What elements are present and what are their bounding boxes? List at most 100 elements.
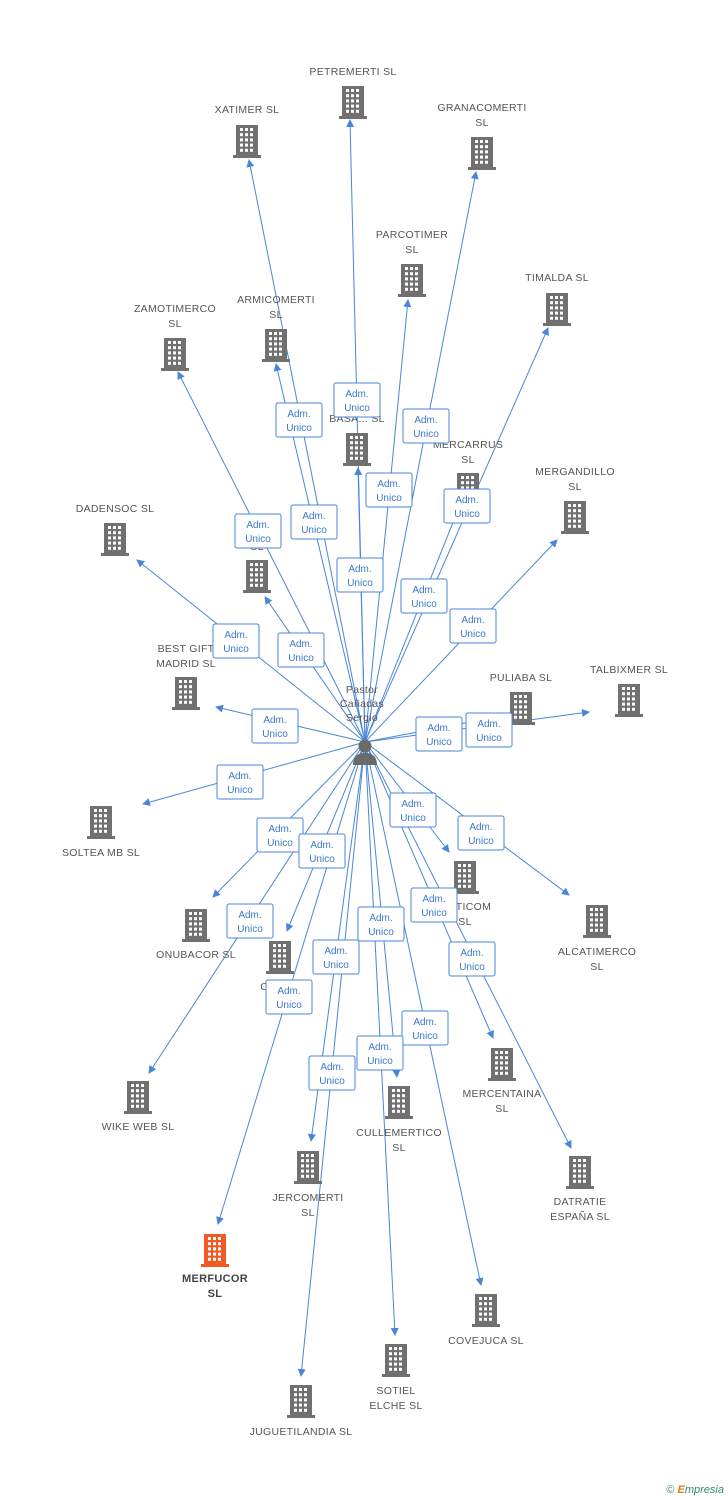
edge-label-text: Adm. — [289, 639, 312, 650]
company-node-wikeweb[interactable]: WIKE WEB SL — [102, 1081, 175, 1133]
edge-al — [264, 596, 366, 743]
edge-label-granacomerti: Adm.Unico — [402, 408, 450, 444]
edge-label-text: Unico — [411, 599, 437, 610]
edge-label-mercarrus: Adm.Unico — [400, 578, 448, 614]
company-label: PULIABA SL — [490, 672, 553, 684]
edge-label-text: Unico — [376, 493, 402, 504]
building-icon — [287, 1385, 315, 1418]
building-icon — [87, 806, 115, 839]
edge-label-text: Adm. — [422, 894, 445, 905]
edge-label-text: Unico — [368, 927, 394, 938]
edge-label-text: Unico — [460, 629, 486, 640]
person-icon — [353, 739, 377, 765]
footer-brand[interactable]: © Empresia — [666, 1484, 724, 1496]
company-node-petremerti[interactable]: PETREMERTI SL — [309, 66, 396, 119]
building-icon — [488, 1048, 516, 1081]
edge-label-talbixmer: Adm.Unico — [465, 712, 513, 748]
edge-label-mercentaina: Adm.Unico — [448, 941, 496, 977]
edge-label-text: Unico — [227, 785, 253, 796]
edge-label-text: Adm. — [320, 1062, 343, 1073]
edge-label-text: Unico — [468, 836, 494, 847]
company-node-puliaba[interactable]: PULIABA SL — [490, 672, 553, 725]
edge-label-text: Unico — [412, 1031, 438, 1042]
edge-label-text: Adm. — [460, 948, 483, 959]
building-icon — [507, 692, 535, 725]
edge-label-text: Unico — [262, 729, 288, 740]
edge-label-text: Adm. — [461, 615, 484, 626]
edge-label-text: Adm. — [348, 564, 371, 575]
edge-label-text: Adm. — [263, 715, 286, 726]
company-node-onubacor[interactable]: ONUBACOR SL — [156, 909, 236, 961]
company-label: ESPAÑA SL — [550, 1210, 610, 1223]
company-node-covejuca[interactable]: COVEJUCA SL — [448, 1294, 524, 1347]
company-label: SL — [461, 454, 474, 466]
company-label: ZAMOTIMERCO — [134, 303, 216, 315]
edge-label-cullemertico: Adm. Unico — [357, 906, 405, 942]
company-label: ALCATIMERCO — [558, 946, 636, 958]
company-node-alcatimerco[interactable]: ALCATIMERCO SL — [558, 905, 636, 973]
edge-label-text: Adm. — [368, 1042, 391, 1053]
edge-label-text: Adm. — [377, 479, 400, 490]
edge-label-text: Adm. — [477, 719, 500, 730]
edge-label-text: Adm. — [224, 630, 247, 641]
building-icon — [266, 941, 294, 974]
edge-label-dadensoc: Adm.Unico — [212, 623, 260, 659]
edge-label-onubacor: Adm.Unico — [256, 817, 304, 853]
company-node-talbixmer[interactable]: TALBIXMER SL — [590, 664, 668, 717]
edge-label-armicomerti: Adm. Unico — [290, 504, 338, 540]
building-icon — [161, 338, 189, 371]
edge-label-covejuca: Adm.Unico — [401, 1010, 449, 1046]
edge-label-text: Adm. — [369, 913, 392, 924]
company-node-basa[interactable]: BASA... SL — [329, 413, 385, 466]
edge-label-text: Unico — [347, 578, 373, 589]
company-label: SL — [392, 1142, 405, 1154]
edge-label-petremerti: Adm.Unico — [333, 382, 381, 418]
edge-label-merfucor: Adm.Unico — [265, 979, 313, 1015]
company-label: MERFUCOR — [182, 1273, 248, 1285]
company-label: PARCOTIMER — [376, 229, 448, 241]
company-label: COVEJUCA SL — [448, 1335, 524, 1347]
company-node-soltea[interactable]: SOLTEA MB SL — [62, 806, 140, 859]
company-node-xatimer[interactable]: XATIMER SL — [215, 104, 280, 158]
company-node-juguetilandia[interactable]: JUGUETILANDIA SL — [250, 1385, 353, 1438]
edge-label-text: Adm. — [302, 511, 325, 522]
company-label: ELCHE SL — [369, 1400, 422, 1412]
company-label: GRANACOMERTI — [437, 102, 526, 114]
company-label: WIKE WEB SL — [102, 1121, 175, 1133]
edge-label-text: Unico — [454, 509, 480, 520]
edge-label-zamotimerco: Adm.Unico — [234, 513, 282, 549]
building-icon — [233, 125, 261, 158]
edge-label-alcatimerco: Adm.Unico — [457, 815, 505, 851]
edge-label-basa: Adm. Unico — [336, 557, 384, 593]
company-node-timalda[interactable]: TIMALDA SL — [525, 272, 589, 326]
company-node-dadensoc[interactable]: DADENSOC SL — [76, 503, 155, 556]
edge-parcotimer — [364, 299, 412, 743]
edge-label-text: Adm. — [287, 409, 310, 420]
company-label: MERGANDILLO — [535, 466, 615, 478]
company-label: JUGUETILANDIA SL — [250, 1426, 353, 1438]
company-label: SL — [495, 1103, 508, 1115]
company-label: SL — [590, 961, 603, 973]
edge-label-datratie: Adm.Unico — [410, 887, 458, 923]
edge-label-text: Unico — [286, 423, 312, 434]
building-icon — [472, 1294, 500, 1327]
edge-label-text: Unico — [301, 525, 327, 536]
building-icon — [385, 1086, 413, 1119]
